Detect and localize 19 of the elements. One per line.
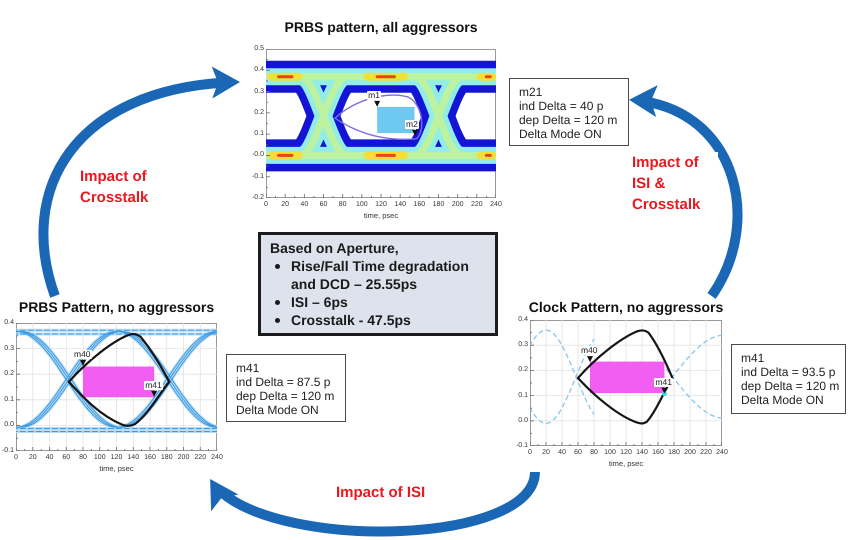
readout-text: ind Delta = 93.5 p <box>741 365 836 379</box>
bullet-text: ISI – 6ps <box>291 293 349 311</box>
bullet-text: Rise/Fall Time degradation and DCD – 25.55ps <box>291 257 470 293</box>
chart-title: PRBS Pattern, no aggressors <box>18 298 214 316</box>
summary-heading: Based on Aperture, <box>270 239 399 257</box>
chart-title: PRBS pattern, all aggressors <box>284 18 478 36</box>
readout-text: ind Delta = 87.5 p <box>236 375 330 389</box>
readout-text: dep Delta = 120 m <box>236 389 334 403</box>
readout-text: dep Delta = 120 m <box>741 379 840 393</box>
readout-text: Delta Mode ON <box>741 393 824 407</box>
chart-title: Clock Pattern, no aggressors <box>528 298 724 316</box>
readout-text: dep Delta = 120 m <box>519 113 618 127</box>
readout-text: Delta Mode ON <box>236 403 319 417</box>
readout-text: m41 <box>741 351 764 365</box>
bullet-text: Crosstalk - 47.5ps <box>291 311 412 329</box>
readout-text: m41 <box>236 361 260 375</box>
readout-text: m21 <box>519 85 542 99</box>
readout-text: ind Delta = 40 p <box>519 99 604 113</box>
readout-text: Delta Mode ON <box>519 127 602 141</box>
